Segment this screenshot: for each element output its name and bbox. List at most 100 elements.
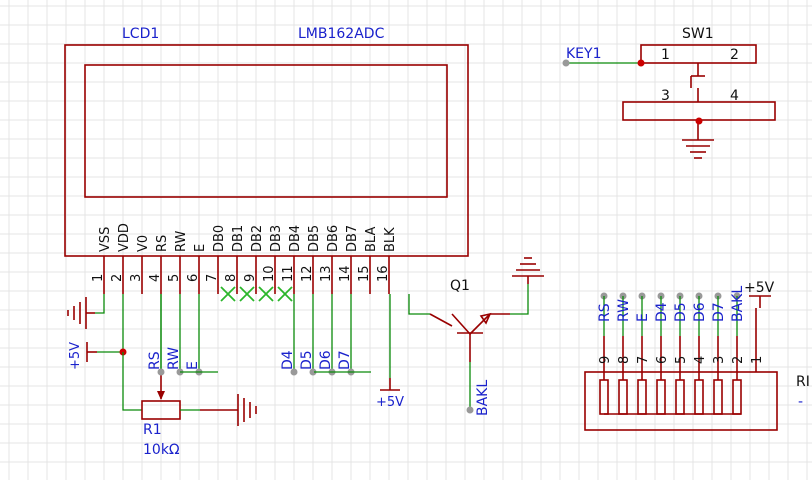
transistor-q1[interactable]: Q1 BAKL [408, 257, 544, 416]
rn-pin-number: 6 [655, 356, 670, 364]
plus5v-label-bla: +5V [376, 395, 404, 410]
sw-pin3: 3 [661, 88, 670, 104]
sw-gnd-junction [695, 117, 703, 125]
no-connect [239, 286, 255, 302]
lcd-pin-number: 4 [148, 274, 163, 282]
lcd-module[interactable]: LCD1 LMB162ADC VSS 1 VDD 2 V0 3 RS 4 RW 5 E 6 DB0 7 DB… [64, 26, 469, 294]
lcd-pin-name: DB4 [288, 225, 303, 252]
net-label: E [185, 361, 201, 370]
net-label: D4 [280, 350, 296, 370]
rn-resistor [637, 379, 647, 415]
lcd-pin-name: DB2 [250, 225, 265, 252]
sw-bottom-bar [622, 101, 776, 121]
lcd-pin-number: 2 [110, 274, 125, 282]
lcd-pin-number: 9 [243, 274, 258, 282]
lcd-pin-name: VSS [98, 227, 113, 252]
key1-label: KEY1 [566, 46, 602, 62]
lcd-pins: VSS1VDD2V03RS4RW5E6DB07DB18DB29DB310DB41… [91, 223, 398, 294]
lcd-pin-number: 8 [224, 274, 239, 282]
rn-pin-number: 1 [750, 356, 765, 364]
lcd-pin-number: 6 [186, 274, 201, 282]
rn-net-label: RW [616, 299, 632, 322]
q1-emitter-arrow [479, 312, 492, 325]
lcd-pin-name: BLA [364, 227, 379, 252]
net-label: D5 [299, 350, 315, 370]
net-label: RS [147, 351, 163, 370]
rn-resistor [618, 379, 628, 415]
key1-pin [562, 59, 570, 67]
lcd-pin-number: 5 [167, 274, 182, 282]
lcd-pin-name: DB0 [212, 225, 227, 252]
q1-ref: Q1 [450, 278, 470, 294]
net-label: D7 [337, 350, 353, 370]
plus5v-label-left: +5V [68, 342, 83, 370]
wire-pot-left [122, 352, 142, 411]
rn-pin-number: 2 [731, 356, 746, 364]
no-connect [277, 286, 293, 302]
bla-power: +5V [376, 294, 404, 410]
rn-resistor [713, 379, 723, 415]
lcd-body [64, 44, 469, 257]
rn-body [584, 371, 778, 431]
rn-resistor [694, 379, 704, 415]
q1-body-2 [469, 313, 491, 335]
rn-net-label: E [635, 313, 651, 322]
pot-wiper-arrow [157, 391, 165, 400]
net-label: RW [166, 347, 182, 370]
pot-ref: R1 [143, 422, 162, 438]
rn-pin-number: 9 [598, 356, 613, 364]
lcd-pin-name: DB6 [326, 225, 341, 252]
sw-pin4: 4 [730, 88, 739, 104]
lcd-pin-number: 13 [319, 265, 334, 282]
wire-q1-gnd [510, 284, 529, 315]
q1-body-1 [451, 313, 471, 335]
rn-net-label: D7 [711, 302, 727, 322]
lcd-screen [84, 64, 448, 198]
lcd-pin-name: BLK [383, 227, 398, 252]
rn-pin-number: 7 [636, 356, 651, 364]
rn-pin-number: 3 [712, 356, 727, 364]
lcd-pin-name: V0 [136, 235, 151, 252]
no-connect [220, 286, 236, 302]
lcd-pin-name: RW [174, 230, 189, 252]
lcd-pin-name: RS [155, 235, 170, 252]
q1-base-lead [429, 313, 453, 327]
no-connect-marks [220, 286, 293, 302]
lcd-pin-number: 1 [91, 274, 106, 282]
wire-vss [95, 294, 105, 314]
rn-pin-number: 8 [617, 356, 632, 364]
lcd-pin-number: 14 [338, 265, 353, 282]
rn-resistor [675, 379, 685, 415]
rn-net-label: D5 [673, 302, 689, 322]
lcd-pin-number: 10 [262, 265, 277, 282]
bakl-pin [466, 406, 474, 414]
rn-net-label: D4 [654, 302, 670, 322]
lcd-pin-name: DB5 [307, 225, 322, 252]
net-label: D6 [318, 350, 334, 370]
lcd-power-section: +5V R1 10kΩ [67, 294, 257, 458]
bakl-label: BAKL [475, 380, 491, 416]
lcd-pin-name: VDD [117, 223, 132, 252]
rn-pin-number: 5 [674, 356, 689, 364]
lcd-pin-number: 3 [129, 274, 144, 282]
sw-pin1: 1 [661, 47, 670, 63]
rn-resistor [656, 379, 666, 415]
lcd-value: LMB162ADC [298, 26, 385, 42]
rn-5v-label: +5V [744, 280, 775, 296]
lcd-pin-number: 7 [205, 274, 220, 282]
pot-value: 10kΩ [143, 442, 180, 458]
lcd-pin-number: 15 [357, 265, 372, 282]
lcd-pin-name: DB1 [231, 225, 246, 252]
rn-value: - [798, 394, 803, 410]
rn-ref: RI [796, 374, 810, 390]
rn-resistor [732, 379, 742, 415]
lcd-ref: LCD1 [122, 26, 159, 42]
sw-pin1-junction [637, 59, 645, 67]
switch-sw1[interactable]: KEY1 SW1 1 2 3 4 [562, 26, 776, 159]
lcd-pin-name: E [193, 244, 208, 252]
net-pin [290, 368, 298, 376]
